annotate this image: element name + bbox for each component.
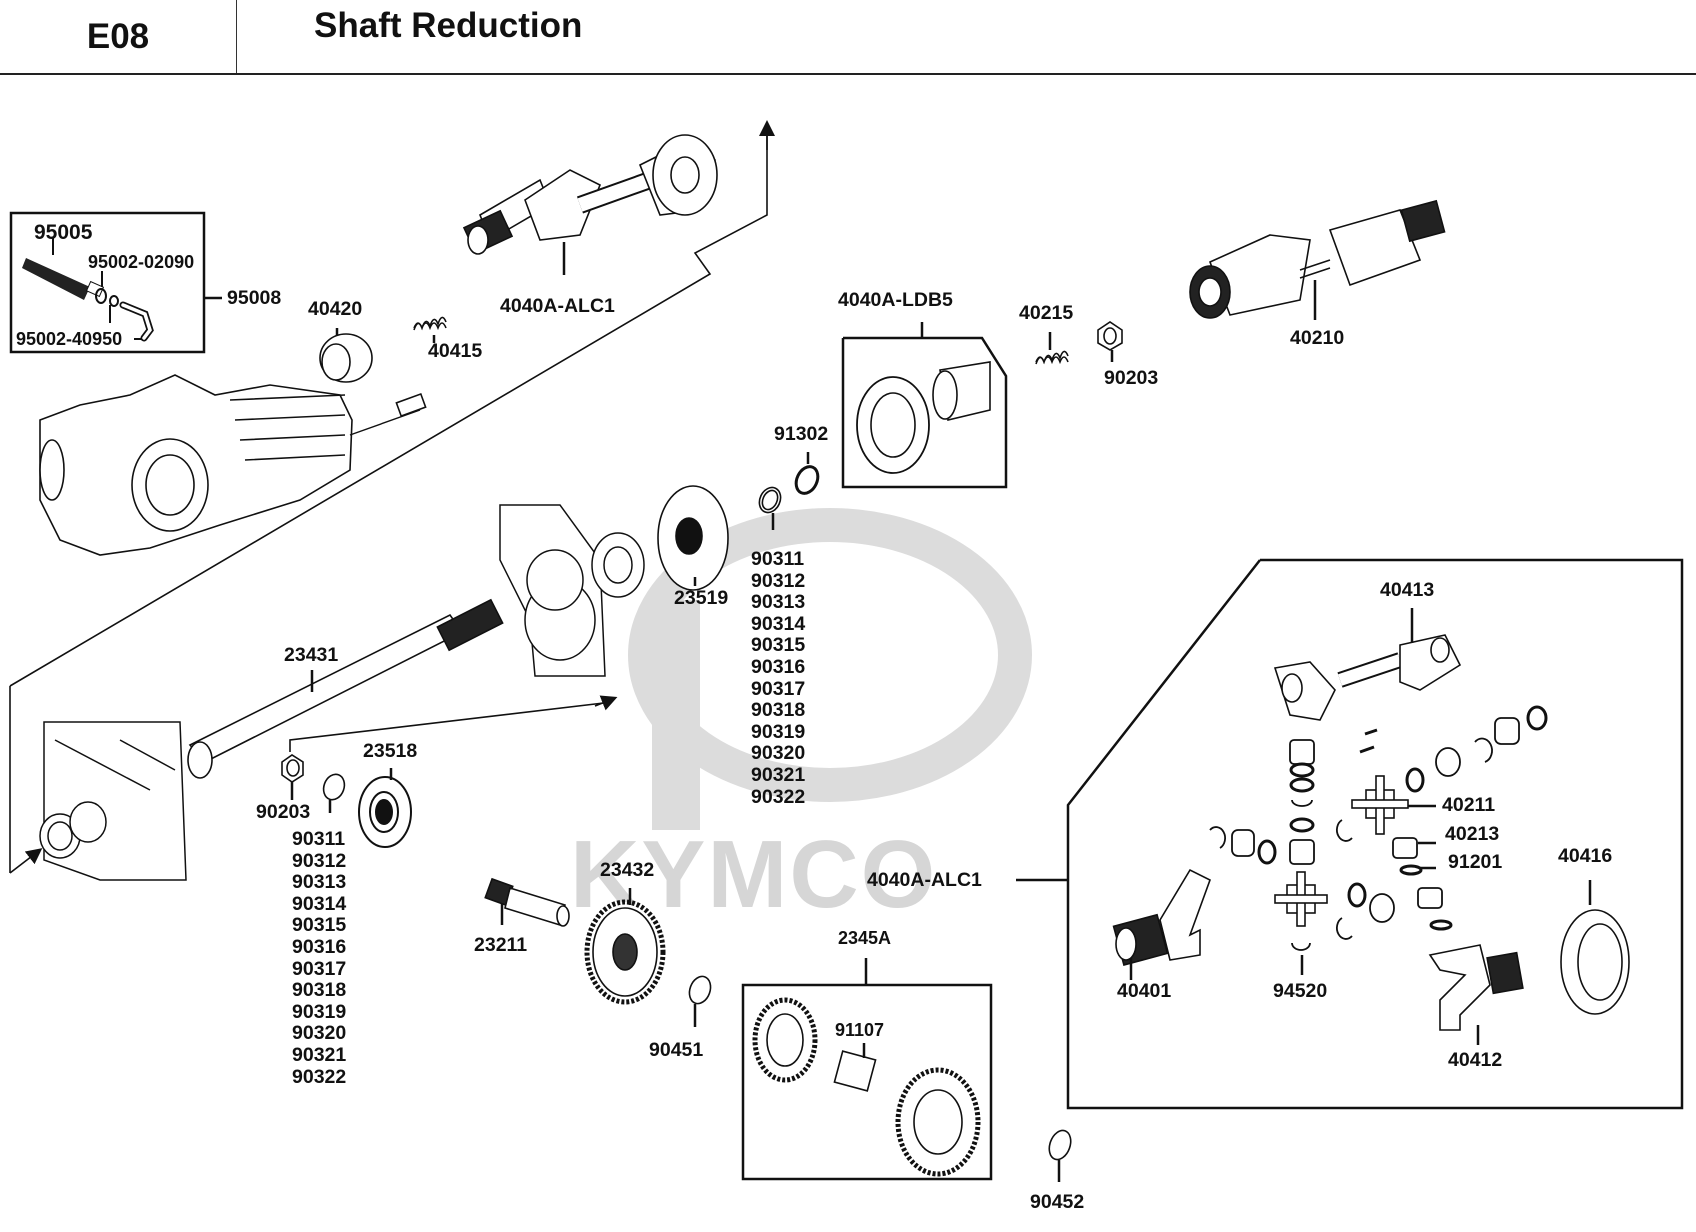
oil-seal-23519 xyxy=(657,485,729,591)
callout-90203-top: 90203 xyxy=(1104,367,1159,389)
shim-part-number: 90318 xyxy=(292,979,347,1002)
circlip-91302 xyxy=(794,452,820,495)
callout-94520: 94520 xyxy=(1273,980,1328,1002)
shim-part-number: 90317 xyxy=(751,677,806,700)
yoke-shaft-40413 xyxy=(1273,608,1462,721)
shim-part-number: 90315 xyxy=(751,634,806,657)
clamp-icon xyxy=(95,288,107,304)
callout-40213: 40213 xyxy=(1445,823,1500,845)
spring-40415 xyxy=(413,316,447,343)
shim-part-number: 90311 xyxy=(292,828,346,850)
clamp-small-icon xyxy=(109,295,119,307)
cv-shaft-40210 xyxy=(1189,199,1446,320)
kit-4040A-LDB5-box xyxy=(841,322,1008,489)
shim-part-number: 90321 xyxy=(292,1043,347,1066)
callout-40401: 40401 xyxy=(1117,980,1172,1002)
callout-40413: 40413 xyxy=(1380,579,1435,601)
callout-95002-40950: 95002-40950 xyxy=(16,329,123,349)
shim-part-number: 90319 xyxy=(292,1000,347,1023)
callout-40420: 40420 xyxy=(308,298,363,320)
spring-40215 xyxy=(1035,332,1069,365)
shim-part-number: 90320 xyxy=(751,742,806,765)
explode-guide-lines xyxy=(9,120,775,874)
shim-list-left: 90311 90312 90313 90314 90315 90316 9031… xyxy=(292,828,347,1088)
seal-40416 xyxy=(1560,880,1630,1015)
shim-part-number: 90313 xyxy=(292,871,347,894)
shaft-23211 xyxy=(484,877,570,927)
yoke-40412 xyxy=(1428,944,1524,1045)
callout-40412: 40412 xyxy=(1448,1049,1503,1071)
callout-23432: 23432 xyxy=(600,859,655,881)
callout-40416: 40416 xyxy=(1558,845,1613,867)
shim-part-number: 90322 xyxy=(751,785,806,808)
shim-part-number: 90321 xyxy=(751,763,806,786)
kit-2345A-box xyxy=(741,958,993,1181)
shim-left xyxy=(322,773,346,813)
callout-23211: 23211 xyxy=(474,934,528,956)
detail-box-4040A-ALC1 xyxy=(1016,558,1684,1110)
nut-90203-bottom xyxy=(281,754,304,800)
callout-90451: 90451 xyxy=(649,1039,704,1061)
kit-95008-box xyxy=(9,211,222,354)
shim-part-number: 90317 xyxy=(292,957,347,980)
shim-part-number: 90312 xyxy=(751,569,806,592)
callout-23518: 23518 xyxy=(363,740,418,762)
watermark-logo xyxy=(628,508,1032,830)
nut-90203-top xyxy=(1097,321,1123,362)
shim-part-number: 90316 xyxy=(292,935,347,958)
callout-40211: 40211 xyxy=(1442,794,1496,816)
boot-40420 xyxy=(319,328,373,383)
universal-joint-cross-lower xyxy=(1274,871,1328,927)
shim-part-number: 90318 xyxy=(751,699,806,722)
shim-part-number: 90314 xyxy=(751,612,806,635)
gear-23432 xyxy=(584,888,666,1005)
seal-23518 xyxy=(358,768,412,848)
callout-95002-02090: 95002-02090 xyxy=(88,252,195,272)
shim-part-number: 90316 xyxy=(751,655,806,678)
universal-joint-cross-upper xyxy=(1351,775,1436,835)
callout-40210: 40210 xyxy=(1290,327,1345,349)
housing-cover-drawing xyxy=(499,504,645,677)
shim-part-number: 90311 xyxy=(751,548,805,570)
shim-part-number: 90319 xyxy=(751,720,806,743)
bearing-cups-and-clips xyxy=(1209,705,1548,975)
callout-23431: 23431 xyxy=(284,644,339,666)
callout-90452: 90452 xyxy=(1030,1191,1085,1213)
shim-center xyxy=(758,486,782,530)
washer-90451 xyxy=(688,975,712,1027)
diagram-header: E08 Shaft Reduction xyxy=(0,0,1696,75)
shim-list-center: 90311 90312 90313 90314 90315 90316 9031… xyxy=(751,548,806,808)
callout-95008: 95008 xyxy=(227,287,282,309)
callout-4040A-LDB5: 4040A-LDB5 xyxy=(838,289,953,311)
shim-part-number: 90315 xyxy=(292,914,347,937)
propeller-shaft-4040A-ALC1 xyxy=(462,134,718,275)
callout-2345A: 2345A xyxy=(838,928,892,948)
shim-part-number: 90314 xyxy=(292,892,347,915)
tie-rod-boot-icon xyxy=(22,258,105,300)
callout-23519: 23519 xyxy=(674,587,729,609)
callout-40415: 40415 xyxy=(428,340,483,362)
callout-90203-bottom: 90203 xyxy=(256,801,311,823)
lower-housing-drawing xyxy=(39,721,187,881)
shim-part-number: 90320 xyxy=(292,1022,347,1045)
callout-91201: 91201 xyxy=(1448,851,1503,873)
callout-91107: 91107 xyxy=(835,1020,885,1040)
callout-4040A-ALC1-top: 4040A-ALC1 xyxy=(500,295,615,317)
shim-part-number: 90322 xyxy=(292,1065,347,1088)
transmission-housing-drawing xyxy=(39,374,427,556)
shaft-23431 xyxy=(187,598,504,779)
shim-part-number: 90312 xyxy=(292,849,347,872)
callout-91302: 91302 xyxy=(774,423,829,445)
washer-90452 xyxy=(1048,1129,1072,1182)
shim-part-number: 90313 xyxy=(751,591,806,614)
callout-4040A-ALC1-detail: 4040A-ALC1 xyxy=(867,869,982,891)
callout-95005: 95005 xyxy=(34,221,93,244)
section-code: E08 xyxy=(0,0,237,73)
callout-40215: 40215 xyxy=(1019,302,1074,324)
diagram-title: Shaft Reduction xyxy=(314,6,583,45)
yoke-40401 xyxy=(1112,868,1211,980)
